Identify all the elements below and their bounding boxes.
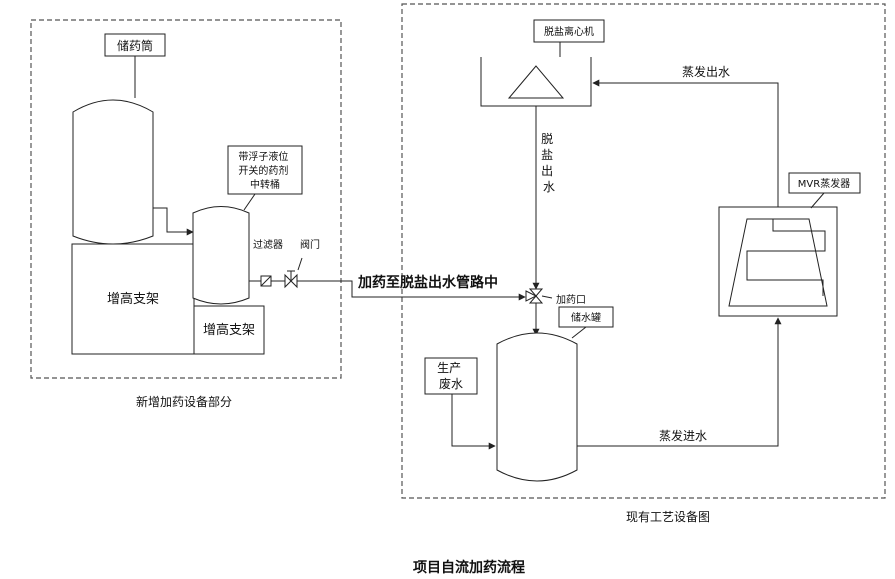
- evaporator: [718, 206, 838, 317]
- pipe-storage-to-transfer: [153, 207, 194, 236]
- raise-stand-small-label: 增高支架: [203, 322, 255, 338]
- raise-stand-small: [193, 305, 265, 355]
- dosing-pipe: [297, 280, 526, 301]
- valve-label: 阀门: [300, 238, 320, 251]
- filter-label: 过滤器: [253, 238, 283, 251]
- transfer-drum: [192, 206, 250, 305]
- raise-stand-large: [71, 243, 195, 355]
- new-equipment-frame: [30, 19, 342, 379]
- transfer-drum-label-box: [227, 145, 303, 195]
- diagram-title: 项目自流加药流程: [413, 559, 525, 576]
- storage-drum-label: 储药筒: [117, 38, 153, 53]
- dosing-port-label: 加药口: [556, 294, 586, 306]
- centrifuge-label: 脱盐离心机: [544, 25, 594, 38]
- steam-out-label: 蒸发出水: [682, 64, 730, 79]
- existing-process-caption: 现有工艺设备图: [626, 510, 710, 524]
- evaporator-label: MVR蒸发器: [798, 177, 850, 190]
- new-equipment-caption: 新增加药设备部分: [136, 394, 232, 409]
- water-tank-label: 储水罐: [571, 311, 601, 324]
- storage-drum: [72, 99, 154, 245]
- evaporator-label-box: [788, 172, 861, 194]
- steam-in-pipe: [577, 317, 782, 447]
- desalt-out-label: 脱 盐 出 水: [541, 131, 557, 194]
- dosing-line-label: 加药至脱盐出水管路中: [357, 274, 498, 291]
- waste-water-box: [424, 357, 478, 395]
- steam-in-label: 蒸发进水: [659, 428, 707, 443]
- centrifuge-triangle: [507, 65, 565, 99]
- water-tank: [496, 332, 578, 482]
- evaporator-coil: [746, 219, 826, 296]
- waste-water-pipe: [451, 394, 496, 450]
- centrifuge-label-box: [533, 19, 605, 43]
- raise-stand-large-label: 增高支架: [107, 291, 159, 307]
- waste-water-label: 生产 废水: [437, 361, 465, 391]
- steam-out-pipe: [592, 79, 779, 207]
- existing-process-frame: [401, 3, 886, 499]
- transfer-drum-label: 带浮子液位 开关的药剂 中转桶: [238, 150, 291, 191]
